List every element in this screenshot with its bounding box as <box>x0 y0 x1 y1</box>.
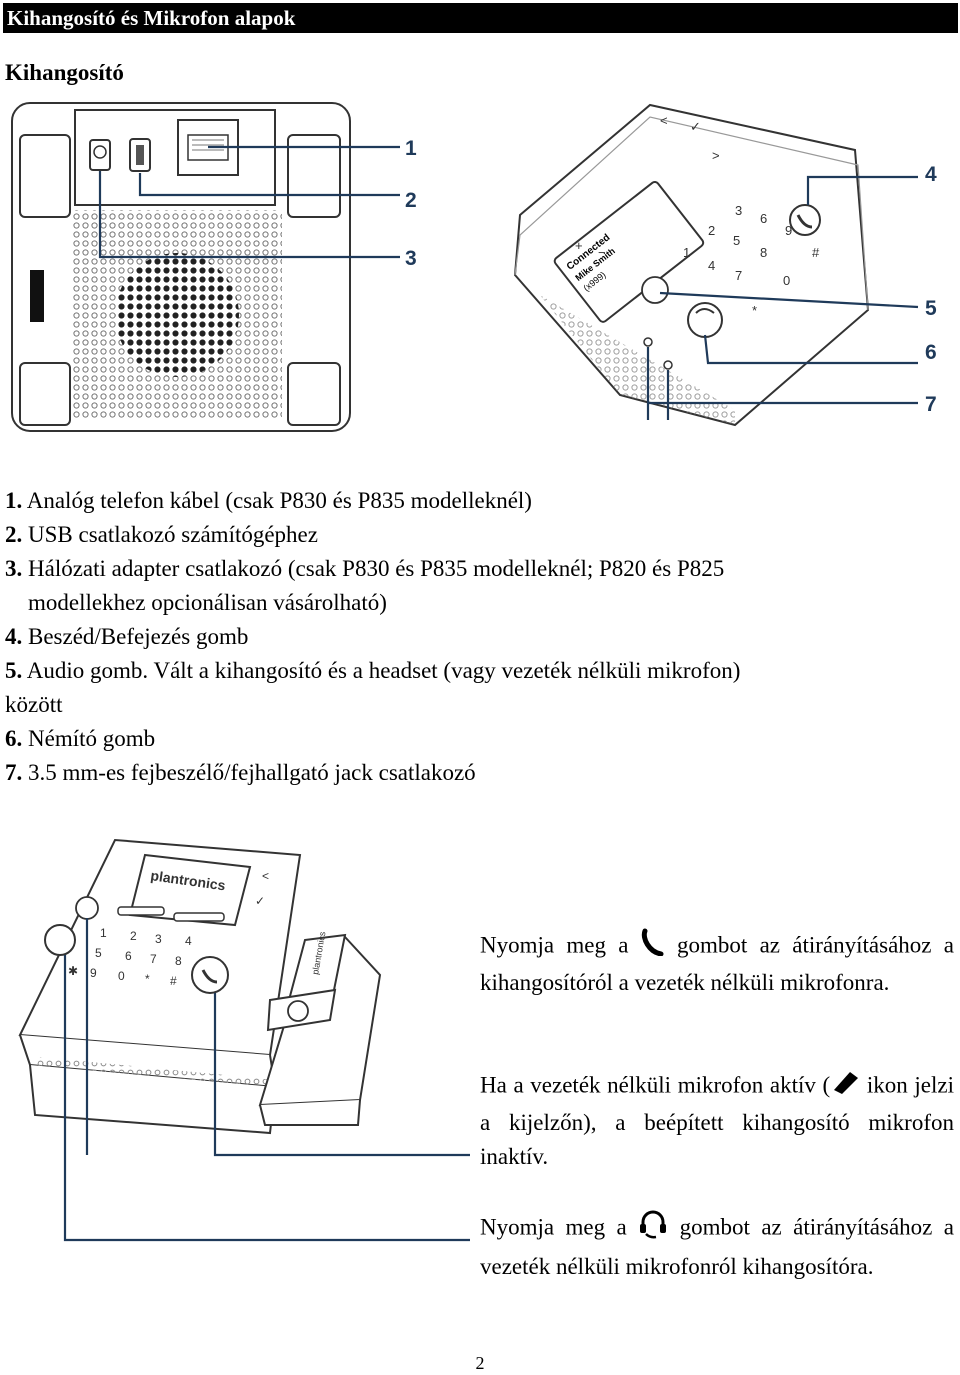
instruction-paragraph-3: Nyomja meg a gombot az átirányításához a… <box>480 1208 954 1284</box>
svg-text:4: 4 <box>708 258 715 273</box>
feature-item: 5. Audio gomb. Vált a kihangosító és a h… <box>5 658 741 683</box>
svg-text:✓: ✓ <box>255 894 265 908</box>
svg-text:3: 3 <box>735 203 742 218</box>
callout-5: 5 <box>925 297 937 320</box>
svg-text:7: 7 <box>735 268 742 283</box>
feature-item: 4. Beszéd/Befejezés gomb <box>5 624 249 649</box>
phone-handset-icon <box>641 928 665 966</box>
svg-text:6: 6 <box>760 211 767 226</box>
svg-text:2: 2 <box>130 929 137 943</box>
svg-text:✱: ✱ <box>68 964 78 978</box>
callout-3: 3 <box>405 247 417 270</box>
svg-text:0: 0 <box>783 273 790 288</box>
callout-lines-back <box>98 145 400 259</box>
svg-text:<: < <box>262 869 269 883</box>
svg-text:−: − <box>598 245 606 260</box>
svg-text:8: 8 <box>760 245 767 260</box>
section-header-bar: Kihangosító és Mikrofon alapok <box>3 3 958 33</box>
svg-text:>: > <box>712 148 720 163</box>
headset-icon <box>638 1208 668 1250</box>
svg-text:#: # <box>812 245 820 260</box>
feature-item: 3. Hálózati adapter csatlakozó (csak P83… <box>5 556 725 581</box>
svg-text:*: * <box>752 303 757 318</box>
callout-6: 6 <box>925 341 937 364</box>
feature-item: 2. USB csatlakozó számítógéphez <box>5 522 318 547</box>
callout-lines-top <box>646 175 919 420</box>
callout-7: 7 <box>925 393 937 416</box>
page-number: 2 <box>475 1353 485 1373</box>
svg-text:+: + <box>575 238 583 253</box>
svg-text:6: 6 <box>125 949 132 963</box>
svg-text:#: # <box>170 974 177 988</box>
section-header-title: Kihangosító és Mikrofon alapok <box>7 6 296 30</box>
section-title: Kihangosító <box>5 60 124 85</box>
instruction-paragraph-2: Ha a vezeték nélküli mikrofon aktív ( ik… <box>480 1068 954 1174</box>
svg-text:8: 8 <box>175 954 182 968</box>
svg-text:5: 5 <box>733 233 740 248</box>
callout-lines-mic <box>63 918 470 1242</box>
svg-text:2: 2 <box>708 223 715 238</box>
svg-text:9: 9 <box>785 223 792 238</box>
svg-text:<: < <box>660 113 668 128</box>
svg-text:*: * <box>145 972 150 986</box>
feature-item-continuation: modellekhez opcionálisan vásárolható) <box>28 590 387 615</box>
speakerphone-top-view: Connected Mike Smith (x999) 369 258 147 … <box>513 103 870 427</box>
svg-text:4: 4 <box>185 934 192 948</box>
callout-4: 4 <box>925 163 937 186</box>
feature-item-continuation: között <box>5 692 63 717</box>
feature-item: 6. Némító gomb <box>5 726 156 751</box>
svg-text:1: 1 <box>683 245 690 260</box>
svg-text:1: 1 <box>100 926 107 940</box>
speakerphone-back-view <box>11 102 351 432</box>
svg-text:3: 3 <box>155 932 162 946</box>
feature-item: 1. Analóg telefon kábel (csak P830 és P8… <box>5 488 532 513</box>
svg-text:7: 7 <box>150 952 157 966</box>
wireless-mic-icon <box>830 1068 860 1106</box>
feature-item: 7. 3.5 mm-es fejbeszélő/fejhallgató jack… <box>5 760 476 785</box>
svg-text:9: 9 <box>90 966 97 980</box>
feature-list: 1. Analóg telefon kábel (csak P830 és P8… <box>5 484 955 790</box>
svg-text:0: 0 <box>118 969 125 983</box>
svg-text:5: 5 <box>95 946 102 960</box>
svg-text:✓: ✓ <box>690 119 701 134</box>
callout-1: 1 <box>405 137 417 160</box>
callout-2: 2 <box>405 189 417 212</box>
speakerphone-diagram: 1 2 3 Connected Mike Smith (x999) 369 25… <box>11 102 937 432</box>
instruction-paragraph-1: Nyomja meg a gombot az átirányításához a… <box>480 928 954 1000</box>
